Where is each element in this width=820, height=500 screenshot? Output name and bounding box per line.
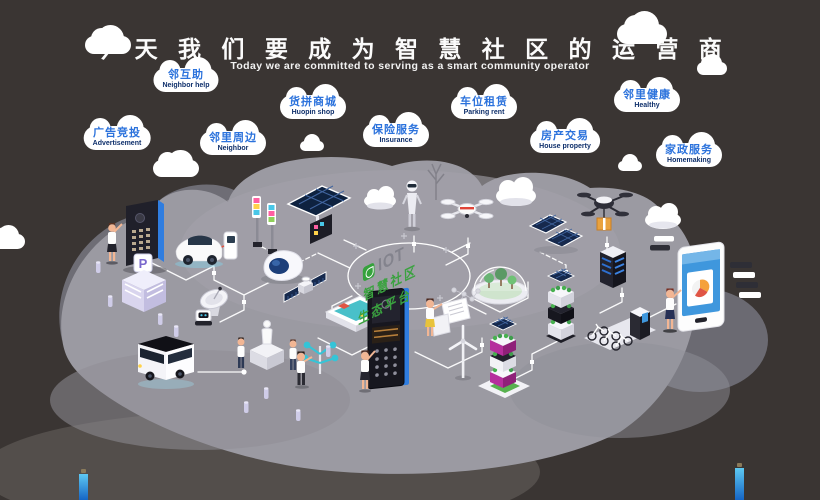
parking-structure: P (122, 253, 166, 312)
presenter-lectern (425, 287, 481, 337)
kiosk-menu-chips-left (650, 236, 674, 251)
presenter-person (425, 298, 443, 336)
platform-cloud-2 (496, 177, 536, 206)
solar-panel-array (528, 214, 584, 254)
wind-turbine (448, 324, 478, 381)
delivery-drone (577, 192, 633, 231)
decorative-cloud (153, 149, 199, 177)
decorative-cloud (617, 11, 667, 44)
person-1 (237, 337, 245, 368)
satellite (283, 271, 327, 303)
cloud-label-advertisement: 广告竞投 Advertisement (83, 114, 151, 150)
decorative-cloud (85, 24, 131, 54)
access-terminal (359, 287, 409, 393)
cloud-label-insurance: 保险服务 Insurance (363, 111, 429, 147)
person-at-kiosk (663, 288, 682, 333)
tree-silhouette (427, 163, 445, 200)
banner-pole-left (79, 469, 88, 500)
decorative-cloud (300, 134, 324, 151)
cloud-label-homemaking: 家政服务 Homemaking (656, 131, 722, 167)
engineer-person (295, 351, 313, 389)
server-rack (600, 246, 626, 288)
network-engineer (295, 341, 339, 389)
platform-shade-1 (50, 350, 350, 450)
cloud-label-en: Neighbor help (162, 81, 210, 89)
parking-sign: P (139, 256, 148, 271)
cloud-label-neighbor: 邻里周边 Neighbor (200, 119, 266, 155)
cloud-label-neighbor-help: 邻互助 Neighbor help (153, 56, 219, 92)
decorative-cloud (0, 224, 25, 249)
shuttle-bus (138, 336, 194, 389)
service-robot (402, 180, 422, 232)
sleep-pod (261, 250, 305, 284)
sparkles (353, 233, 449, 307)
cloud-label-zh: 邻互助 (168, 69, 204, 81)
cloud-label-house-property: 房产交易 House property (530, 117, 600, 153)
vertical-farm-tower (546, 268, 576, 343)
cloud-label-huopin-shop: 货拼商城 Huopin shop (280, 83, 346, 119)
bike-sharing-station (584, 307, 656, 351)
digital-signage (252, 196, 277, 254)
access-intercom (106, 200, 167, 274)
satellite-dish (195, 286, 229, 326)
person-2 (289, 339, 297, 370)
cloud-label-parking-rent: 车位租赁 Parking rent (451, 83, 517, 119)
kiosk-menu-chips (730, 262, 761, 298)
page-subtitle: Today we are committed to serving as a s… (230, 60, 590, 72)
smartphone-kiosk (650, 236, 761, 333)
eco-dome (471, 266, 529, 305)
person-at-terminal (359, 350, 376, 393)
statue-kiosk (237, 320, 297, 370)
decorative-cloud (618, 154, 642, 171)
bollards (96, 261, 331, 421)
banner-pole-right (735, 463, 744, 500)
electric-car (175, 231, 238, 268)
solar-bus-stop (286, 185, 352, 244)
cloud-label-healthy: 邻里健康 Healthy (614, 76, 680, 112)
quadcopter-drone (440, 198, 494, 220)
person-at-intercom (106, 223, 123, 265)
ground-robot (195, 309, 212, 326)
platform-cloud-3 (645, 203, 681, 229)
platform-cloud-1 (364, 186, 396, 210)
vertical-farm-tower-2 (478, 316, 530, 398)
decorative-cloud (697, 53, 727, 75)
platform-shade-2 (510, 342, 730, 438)
